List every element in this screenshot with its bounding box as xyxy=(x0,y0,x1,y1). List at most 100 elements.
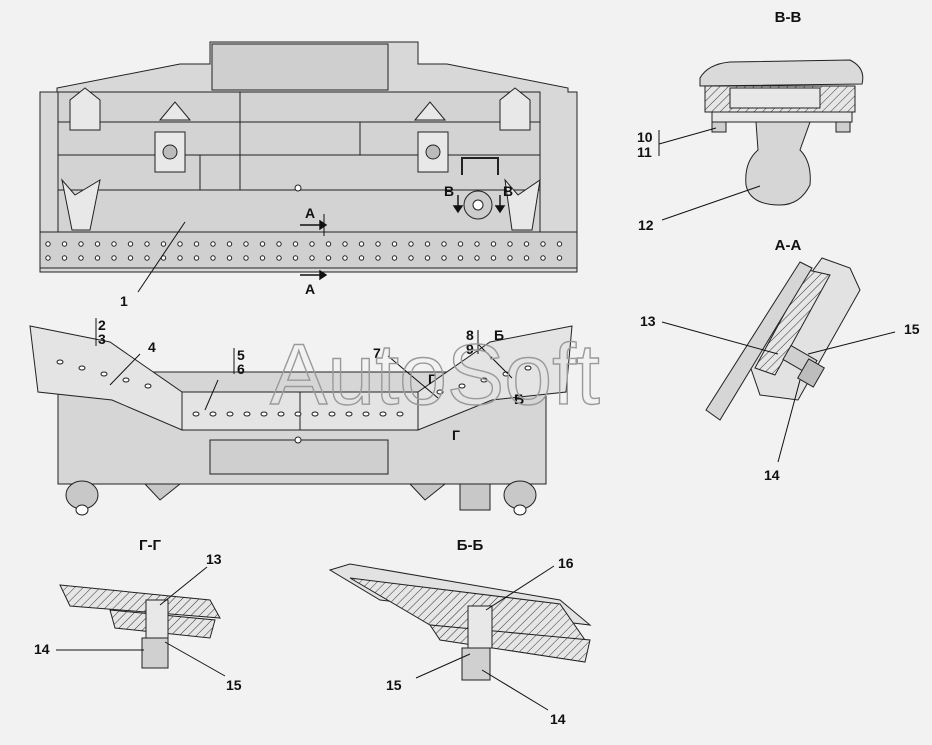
section-aa-title: А-А xyxy=(775,237,802,254)
edge-bolt xyxy=(292,241,299,247)
callout-8: 8 xyxy=(466,327,474,343)
plate-hole xyxy=(209,411,217,417)
plate-hole xyxy=(396,411,404,417)
edge-bolt xyxy=(391,255,398,261)
edge-bolt xyxy=(78,255,84,261)
edge-bolt xyxy=(259,255,266,261)
callout-13-aa: 13 xyxy=(640,313,656,329)
edge-bolt xyxy=(94,255,101,261)
edge-bolt xyxy=(309,241,315,247)
edge-bolt xyxy=(259,241,266,247)
edge-bolt xyxy=(408,255,414,261)
view-mark-g-bottom: Г xyxy=(452,427,460,443)
edge-bolt xyxy=(474,255,480,261)
callout-9: 9 xyxy=(466,341,474,357)
edge-bolt xyxy=(342,255,348,261)
view-mark-v-left: В xyxy=(444,183,454,199)
edge-bolt xyxy=(424,241,431,247)
edge-bolt xyxy=(210,241,216,247)
edge-bolt xyxy=(408,241,414,247)
plate-hole xyxy=(362,411,370,417)
edge-bolt xyxy=(276,241,282,247)
edge-bolt xyxy=(540,255,546,261)
plate-hole xyxy=(458,383,466,389)
callout-3: 3 xyxy=(98,331,106,347)
plate-hole xyxy=(379,411,387,417)
edge-bolt xyxy=(457,255,464,261)
edge-bolt xyxy=(177,255,183,261)
edge-bolt xyxy=(490,255,497,261)
edge-bolt xyxy=(127,255,134,261)
edge-bolt xyxy=(474,241,480,247)
callout-6: 6 xyxy=(237,361,245,377)
callout-2: 2 xyxy=(98,317,106,333)
edge-bolt xyxy=(424,255,431,261)
callout-1: 1 xyxy=(120,293,128,309)
edge-bolt xyxy=(226,255,233,261)
edge-bolt xyxy=(243,255,249,261)
edge-bolt xyxy=(177,241,183,247)
top-edge-bolts xyxy=(45,241,563,261)
edge-bolt xyxy=(276,255,282,261)
view-mark-b-top: Б xyxy=(494,327,504,343)
right-wing-plate xyxy=(417,325,573,431)
section-gg-drawing xyxy=(59,584,221,669)
section-vv-drawing xyxy=(699,59,864,206)
section-vv-title: В-В xyxy=(775,9,802,26)
leader-lines xyxy=(56,127,896,711)
plate-hole xyxy=(277,411,285,417)
callout-12: 12 xyxy=(638,217,654,233)
edge-bolt xyxy=(490,241,497,247)
edge-bolt xyxy=(144,255,150,261)
edge-bolt xyxy=(226,241,233,247)
callout-14-gg: 14 xyxy=(34,641,50,657)
callout-16-bb: 16 xyxy=(558,555,574,571)
edge-bolt xyxy=(45,255,51,261)
edge-bolt xyxy=(193,255,200,261)
edge-bolt xyxy=(441,241,447,247)
plate-hole xyxy=(480,377,488,383)
callout-7: 7 xyxy=(373,345,381,361)
edge-bolt xyxy=(111,241,117,247)
view-arrows xyxy=(300,195,506,281)
front-holes xyxy=(56,359,532,417)
edge-bolt xyxy=(391,241,398,247)
edge-bolt xyxy=(309,255,315,261)
section-bb-drawing xyxy=(328,563,592,681)
plate-hole xyxy=(100,371,108,377)
edge-bolt xyxy=(540,241,546,247)
edge-bolt xyxy=(375,255,381,261)
edge-bolt xyxy=(144,241,150,247)
plate-hole xyxy=(192,411,200,417)
edge-bolt xyxy=(243,241,249,247)
front-wheels xyxy=(65,480,537,516)
callout-4: 4 xyxy=(148,339,156,355)
edge-bolt xyxy=(523,255,530,261)
callout-5: 5 xyxy=(237,347,245,363)
callout-13-gg: 13 xyxy=(206,551,222,567)
section-gg-title: Г-Г xyxy=(139,537,161,554)
edge-bolt xyxy=(193,241,200,247)
edge-bolt xyxy=(111,255,117,261)
edge-bolt xyxy=(556,241,563,247)
plate-hole xyxy=(294,411,302,417)
edge-bolt xyxy=(78,241,84,247)
top-brackets xyxy=(61,87,541,231)
edge-bolt xyxy=(358,255,365,261)
plate-hole xyxy=(436,389,444,395)
plate-hole xyxy=(260,411,268,417)
plate-hole xyxy=(56,359,64,365)
plate-hole xyxy=(226,411,234,417)
front-view-assembly xyxy=(29,325,573,516)
section-bb-title: Б-Б xyxy=(457,537,484,554)
view-mark-g-top: Г xyxy=(428,371,436,387)
edge-bolt xyxy=(358,241,365,247)
callout-15-gg: 15 xyxy=(226,677,242,693)
edge-bolt xyxy=(61,255,68,261)
edge-bolt xyxy=(292,255,299,261)
edge-bolt xyxy=(45,241,51,247)
plate-hole xyxy=(345,411,353,417)
view-mark-a-top: А xyxy=(305,205,315,221)
callout-14-bb: 14 xyxy=(550,711,566,727)
